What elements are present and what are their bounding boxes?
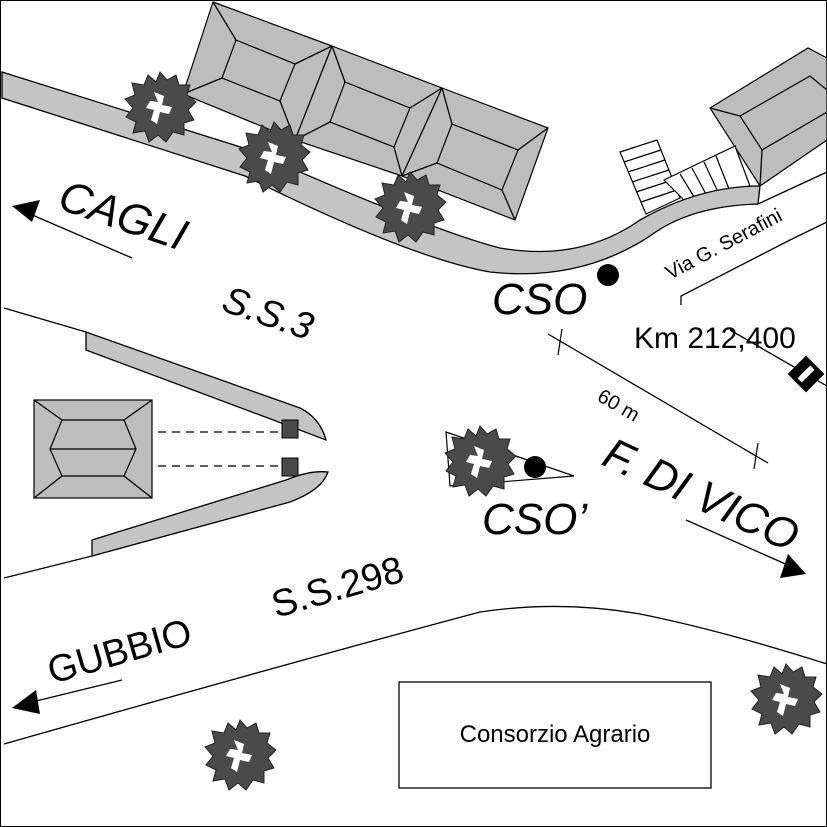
label-di-vico: F. DI VICO	[596, 429, 807, 562]
building-row-north	[182, 1, 549, 221]
gate-post-south	[281, 457, 299, 477]
label-km-marker: Km 212,400	[634, 322, 796, 355]
gate-post-north	[281, 419, 299, 439]
kilometre-marker-icon	[787, 355, 825, 393]
arrow-gubbio	[12, 679, 123, 714]
distance-marker-icon	[547, 328, 769, 470]
tree-icon	[204, 719, 277, 791]
label-ss3: S.S.3	[217, 279, 319, 349]
arrow-di-vico	[685, 519, 806, 578]
distance-label: 60 m	[594, 385, 644, 426]
station-cso-icon	[597, 264, 619, 286]
label-cso: CSO	[492, 275, 587, 324]
via-serafini-edge	[680, 221, 827, 305]
consorzio-building	[398, 681, 712, 789]
arrow-head-icon	[780, 554, 806, 578]
distance-line	[559, 340, 757, 457]
arrow-cagli	[12, 200, 133, 259]
arrow-head-icon	[12, 690, 40, 714]
label-cagli: CAGLI	[53, 171, 194, 260]
label-cso-prime: CSO’	[482, 495, 588, 544]
consorzio-label: Consorzio Agrario	[460, 721, 651, 748]
traffic-island-north	[85, 331, 327, 442]
label-ss298: S.S.298	[267, 549, 409, 627]
tree-icon	[750, 663, 823, 735]
road-edge-south	[3, 605, 827, 745]
building-north-east	[709, 47, 827, 187]
building-west	[33, 399, 153, 499]
arrow-head-icon	[12, 200, 40, 222]
station-cso-prime-icon	[524, 456, 546, 478]
